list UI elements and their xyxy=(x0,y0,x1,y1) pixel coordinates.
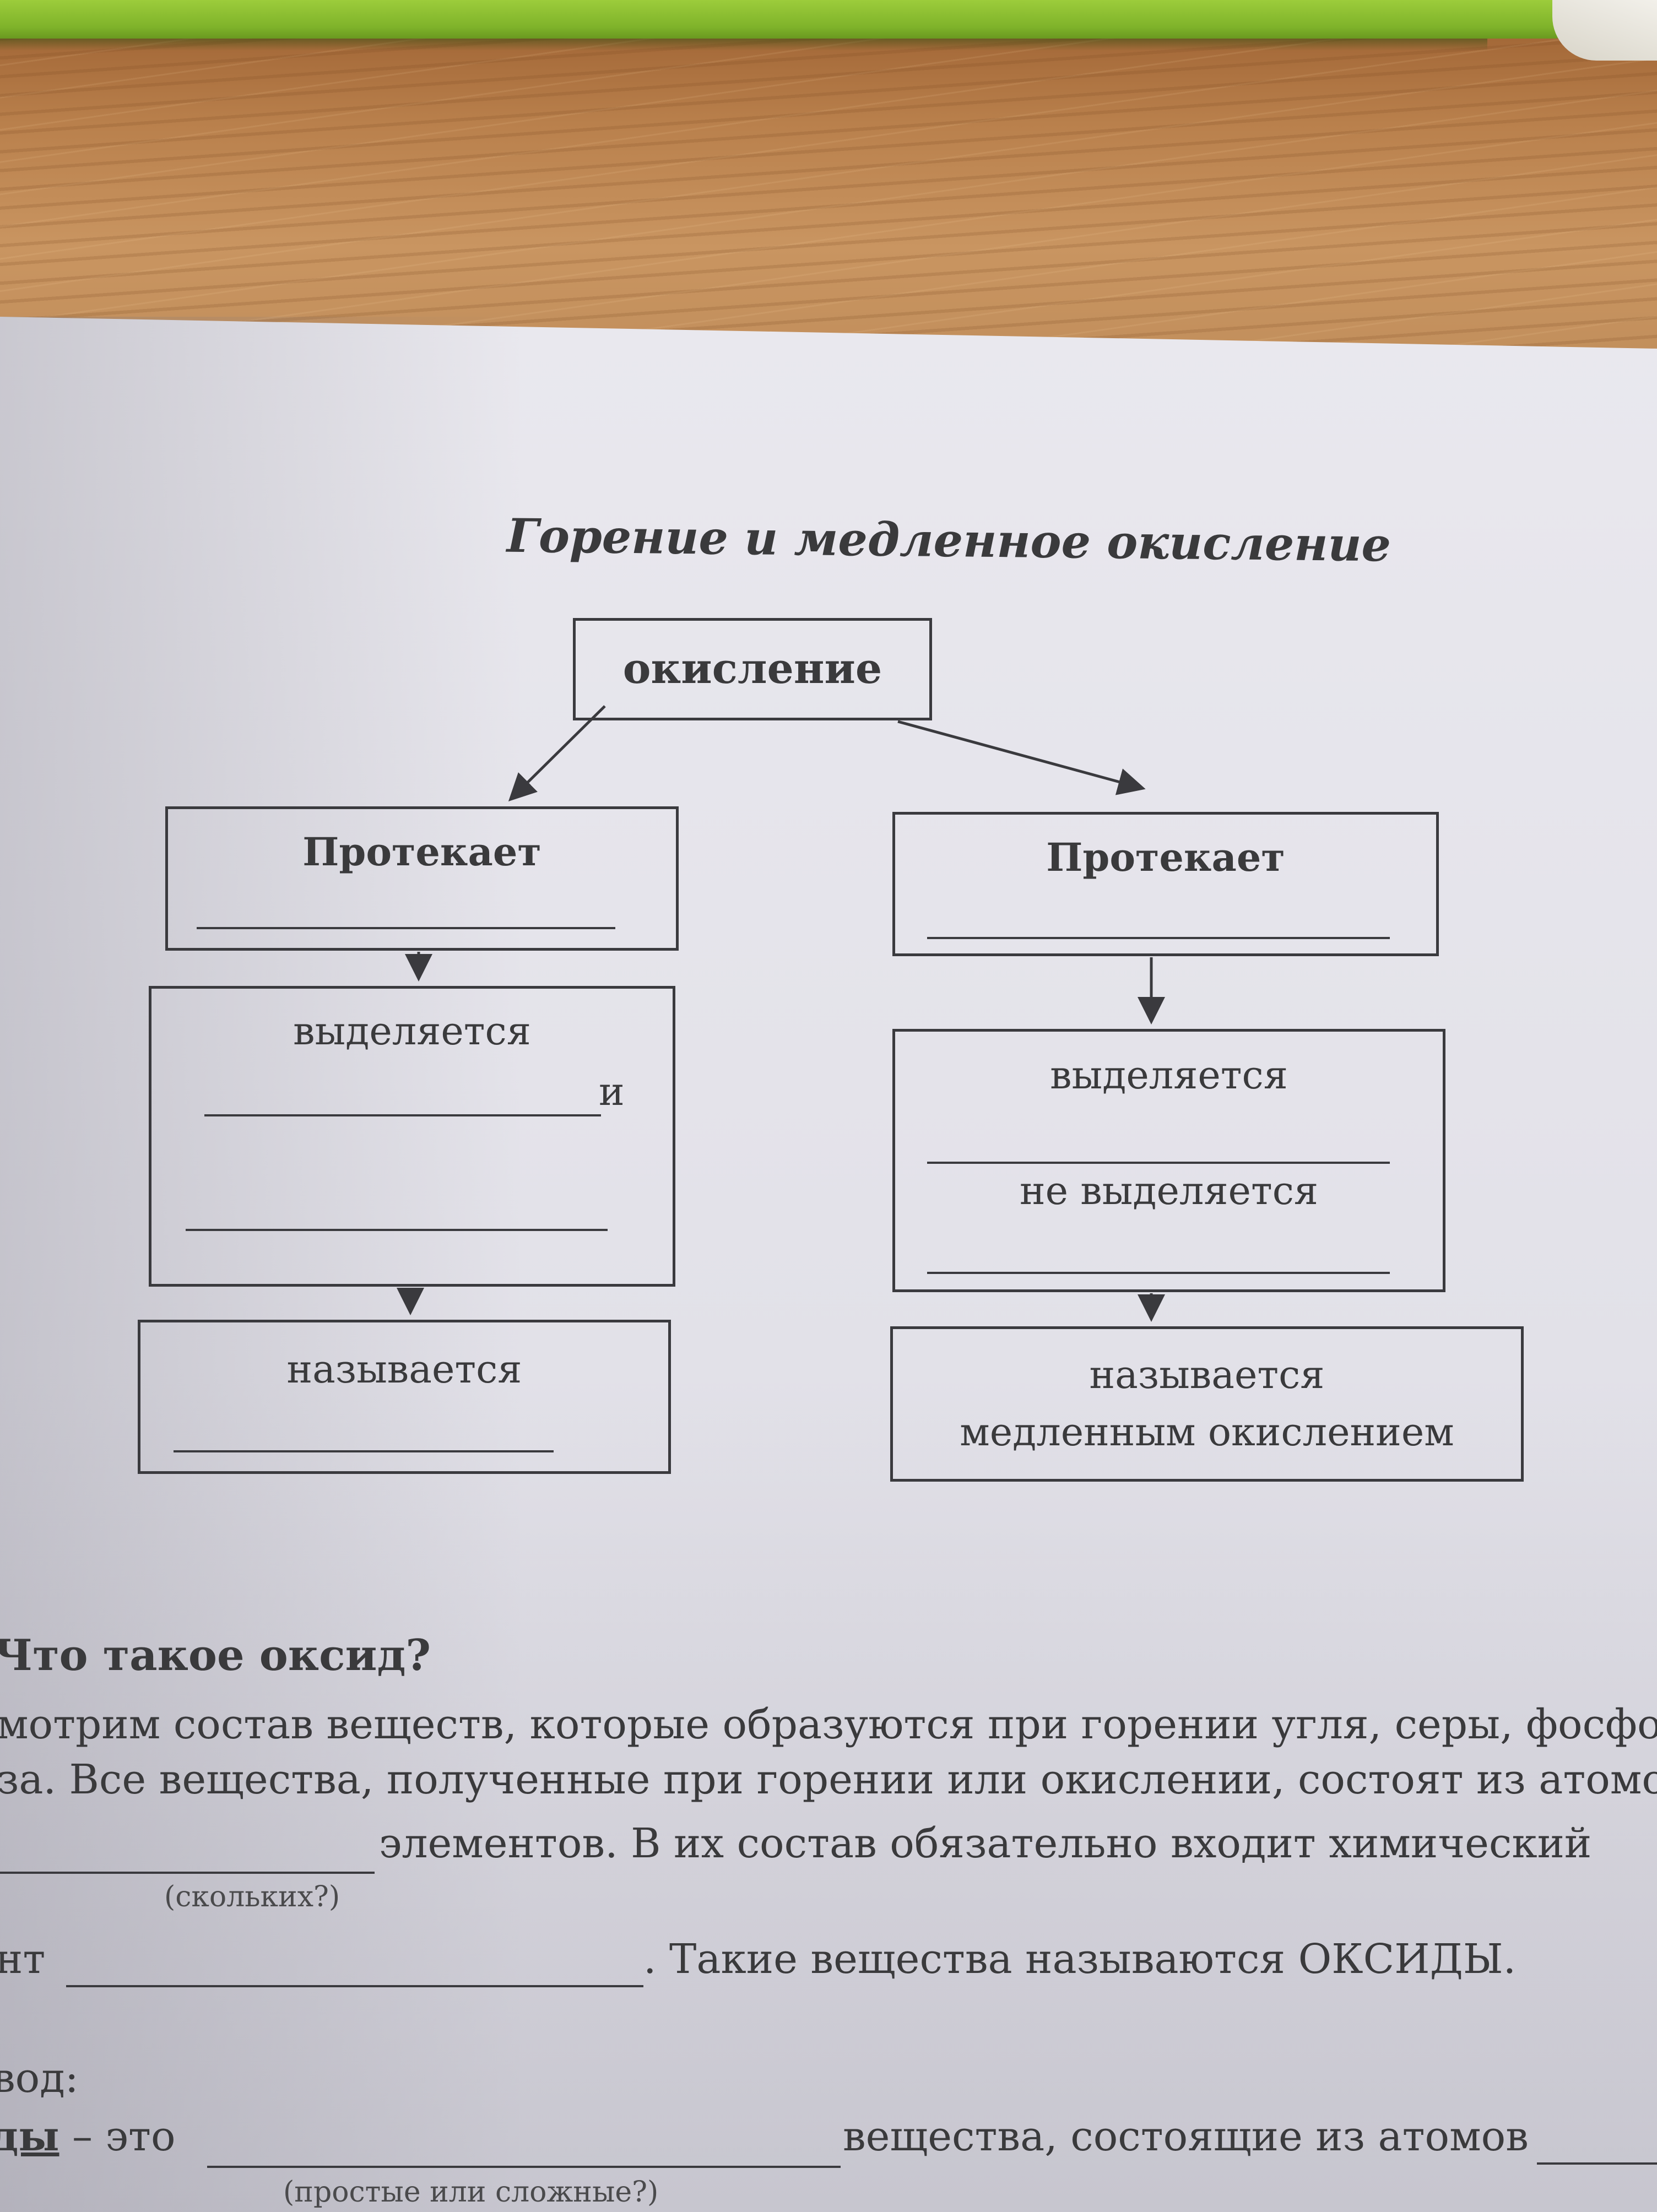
simple-complex-blank[interactable] xyxy=(207,2166,841,2168)
simple-complex-hint: (простые или сложные?) xyxy=(283,2176,659,2209)
conclusion-label: вод: xyxy=(0,2054,79,2102)
left-released-blank-1[interactable] xyxy=(204,1114,601,1116)
green-folder xyxy=(0,0,1575,39)
paragraph-line-4-suffix: . Такие вещества называются ОКСИДЫ. xyxy=(643,1935,1517,1983)
element-blank[interactable] xyxy=(66,1985,643,1987)
root-label: окисление xyxy=(622,644,882,693)
left-called-box: называется xyxy=(138,1320,671,1474)
right-released-blank[interactable] xyxy=(927,1162,1390,1164)
paragraph-line-2: за. Все вещества, полученные при горении… xyxy=(0,1756,1657,1803)
definition-dash: – это xyxy=(59,2113,176,2160)
definition-suffix: вещества, состоящие из атомов xyxy=(843,2113,1529,2160)
desk-background xyxy=(0,0,1657,353)
paragraph-line-3: элементов. В их состав обязательно входи… xyxy=(379,1820,1592,1867)
paragraph-line-1: мотрим состав веществ, которые образуютс… xyxy=(0,1701,1657,1748)
left-called-label: называется xyxy=(286,1347,522,1392)
worksheet-paper xyxy=(0,317,1657,2212)
right-called-box: называется медленным окислением xyxy=(890,1326,1524,1482)
count-hint: (скольких?) xyxy=(164,1880,340,1913)
folder-shadow xyxy=(0,39,1487,51)
atoms-blank[interactable] xyxy=(1537,2162,1657,2165)
left-proceeds-box: Протекает xyxy=(165,806,679,951)
paper-shadow xyxy=(0,317,523,2212)
right-proceeds-label: Протекает xyxy=(1046,834,1285,880)
definition-term: ды xyxy=(0,2113,59,2160)
left-released-label: выделяется xyxy=(293,1009,531,1054)
right-called-label-2: медленным окислением xyxy=(960,1409,1454,1455)
root-box: окисление xyxy=(573,618,932,720)
left-proceeds-label: Протекает xyxy=(302,829,541,875)
definition-term-line: ды – это xyxy=(0,2113,176,2160)
right-released-box: выделяется не выделяется xyxy=(892,1029,1445,1292)
left-called-blank[interactable] xyxy=(174,1450,554,1452)
right-proceeds-blank[interactable] xyxy=(927,937,1390,939)
worksheet-title: Горение и медленное окисление xyxy=(506,508,1391,572)
left-released-box: выделяется и xyxy=(149,986,675,1287)
right-not-released-blank[interactable] xyxy=(927,1272,1390,1274)
right-proceeds-box: Протекает xyxy=(892,812,1439,956)
left-released-blank-2[interactable] xyxy=(186,1229,608,1231)
left-proceeds-blank[interactable] xyxy=(197,927,615,929)
oxide-heading: Что такое оксид? xyxy=(0,1630,431,1680)
right-called-label: называется xyxy=(1089,1352,1325,1397)
right-not-released-label: не выделяется xyxy=(1019,1168,1319,1213)
paper-shadow-bottom xyxy=(0,1377,1657,2212)
paper-stack xyxy=(1552,0,1657,61)
left-and-label: и xyxy=(599,1069,625,1114)
paragraph-line-4-prefix: нт xyxy=(0,1935,46,1983)
count-blank[interactable] xyxy=(0,1872,375,1874)
right-released-label: выделяется xyxy=(1050,1053,1288,1098)
